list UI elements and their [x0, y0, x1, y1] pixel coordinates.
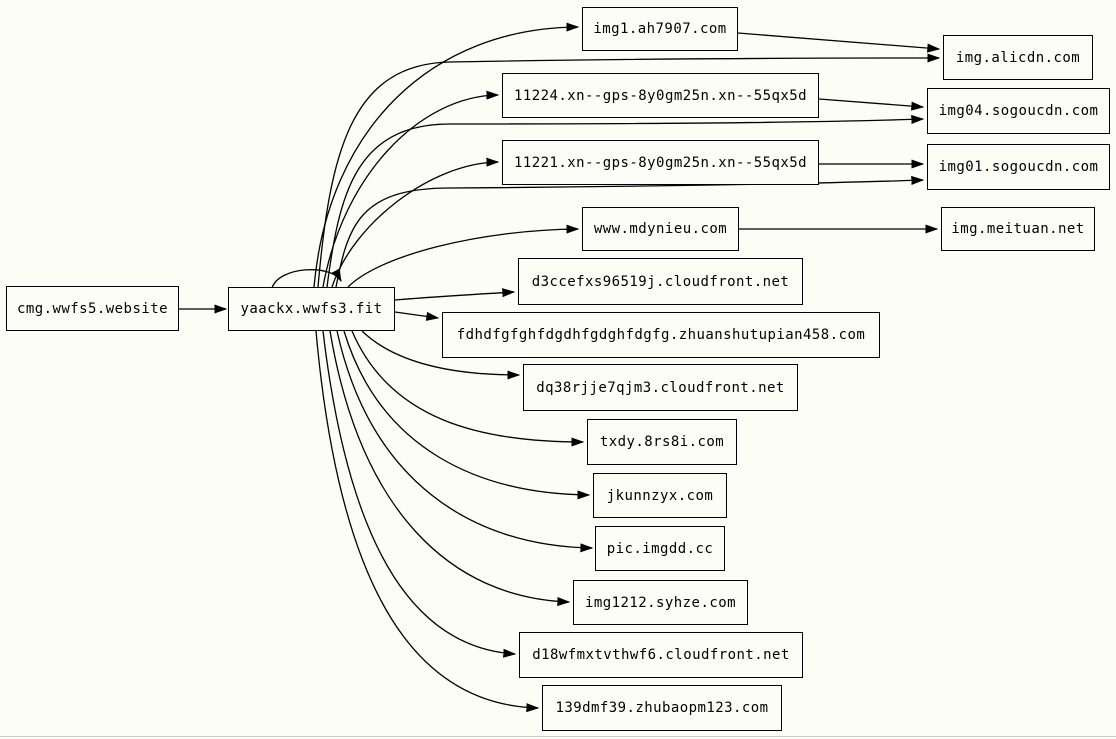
edge-yaackx-wwfs3-fit-to-fdhdfgfghfdgdhfgdghfdgfg-zhuanshutupian458-com	[394, 311, 440, 321]
bottom-divider	[0, 736, 1116, 737]
edge-yaackx-wwfs3-fit-to-pic-imgdd-cc	[336, 330, 594, 553]
edge-yaackx-wwfs3-fit-to-d3ccefxs96519j-cloudfront-net	[394, 288, 516, 301]
node-img04-sogoucdn-com: img04.sogoucdn.com	[927, 88, 1110, 134]
node-yaackx-wwfs3-fit: yaackx.wwfs3.fit	[228, 287, 395, 331]
edge-yaackx-wwfs3-fit-to-d18wfmxtvthwf6-cloudfront-net	[322, 330, 517, 658]
node-139dmf39-zhubaopm123-com: 139dmf39.zhubaopm123.com	[542, 685, 782, 731]
edge-yaackx-wwfs3-fit-to-img01-sogoucdn-com	[335, 175, 925, 288]
edge-yaackx-wwfs3-fit-to-img-alicdn-com	[317, 53, 941, 288]
edge-img1-ah7907-com-to-img-alicdn-com	[737, 32, 941, 53]
node-img01-sogoucdn-com: img01.sogoucdn.com	[927, 144, 1110, 190]
edge-yaackx-wwfs3-fit-to-txdy-8rs8i-com	[351, 330, 585, 447]
node-jkunnzyx-com: jkunnzyx.com	[593, 473, 727, 518]
edge-yaackx-wwfs3-fit-to-dq38rjje7qjm3-cloudfront-net	[361, 330, 521, 380]
node-pic-imgdd-cc: pic.imgdd.cc	[595, 526, 725, 571]
node-www-mdynieu-com: www.mdynieu.com	[582, 207, 739, 251]
node-txdy-8rs8i-com: txdy.8rs8i.com	[587, 419, 737, 465]
edge-11224-xn-gps-8y0gm25n-xn-55qx5d-to-img04-sogoucdn-com	[818, 98, 925, 111]
node-d18wfmxtvthwf6-cloudfront-net: d18wfmxtvthwf6.cloudfront.net	[519, 632, 803, 678]
node-fdhdfgfghfdgdhfgdghfdgfg-zhuanshutupian458-com: fdhdfgfghfdgdhfgdghfdgfg.zhuanshutupian4…	[442, 312, 880, 358]
node-11221-xn-gps-8y0gm25n-xn-55qx5d: 11221.xn--gps-8y0gm25n.xn--55qx5d	[502, 140, 819, 185]
edge-yaackx-wwfs3-fit-to-img1212-syhze-com	[329, 330, 571, 607]
node-d3ccefxs96519j-cloudfront-net: d3ccefxs96519j.cloudfront.net	[518, 258, 803, 305]
node-img1-ah7907-com: img1.ah7907.com	[582, 7, 738, 51]
edge-yaackx-wwfs3-fit-to-11221-xn-gps-8y0gm25n-xn-55qx5d	[331, 157, 500, 288]
node-img-meituan-net: img.meituan.net	[941, 207, 1095, 251]
edge-yaackx-wwfs3-fit-to-yaackx-wwfs3-fit	[271, 268, 342, 289]
node-img-alicdn-com: img.alicdn.com	[943, 35, 1093, 80]
node-11224-xn-gps-8y0gm25n-xn-55qx5d: 11224.xn--gps-8y0gm25n.xn--55qx5d	[502, 73, 819, 118]
edge-yaackx-wwfs3-fit-to-img04-sogoucdn-com	[326, 114, 925, 288]
edge-yaackx-wwfs3-fit-to-139dmf39-zhubaopm123-com	[315, 330, 540, 713]
node-cmg-wwfs5-website: cmg.wwfs5.website	[6, 286, 179, 331]
node-dq38rjje7qjm3-cloudfront-net: dq38rjje7qjm3.cloudfront.net	[523, 364, 798, 411]
node-img1212-syhze-com: img1212.syhze.com	[573, 580, 748, 625]
edge-yaackx-wwfs3-fit-to-jkunnzyx-com	[343, 330, 591, 500]
edge-yaackx-wwfs3-fit-to-www-mdynieu-com	[347, 224, 580, 288]
